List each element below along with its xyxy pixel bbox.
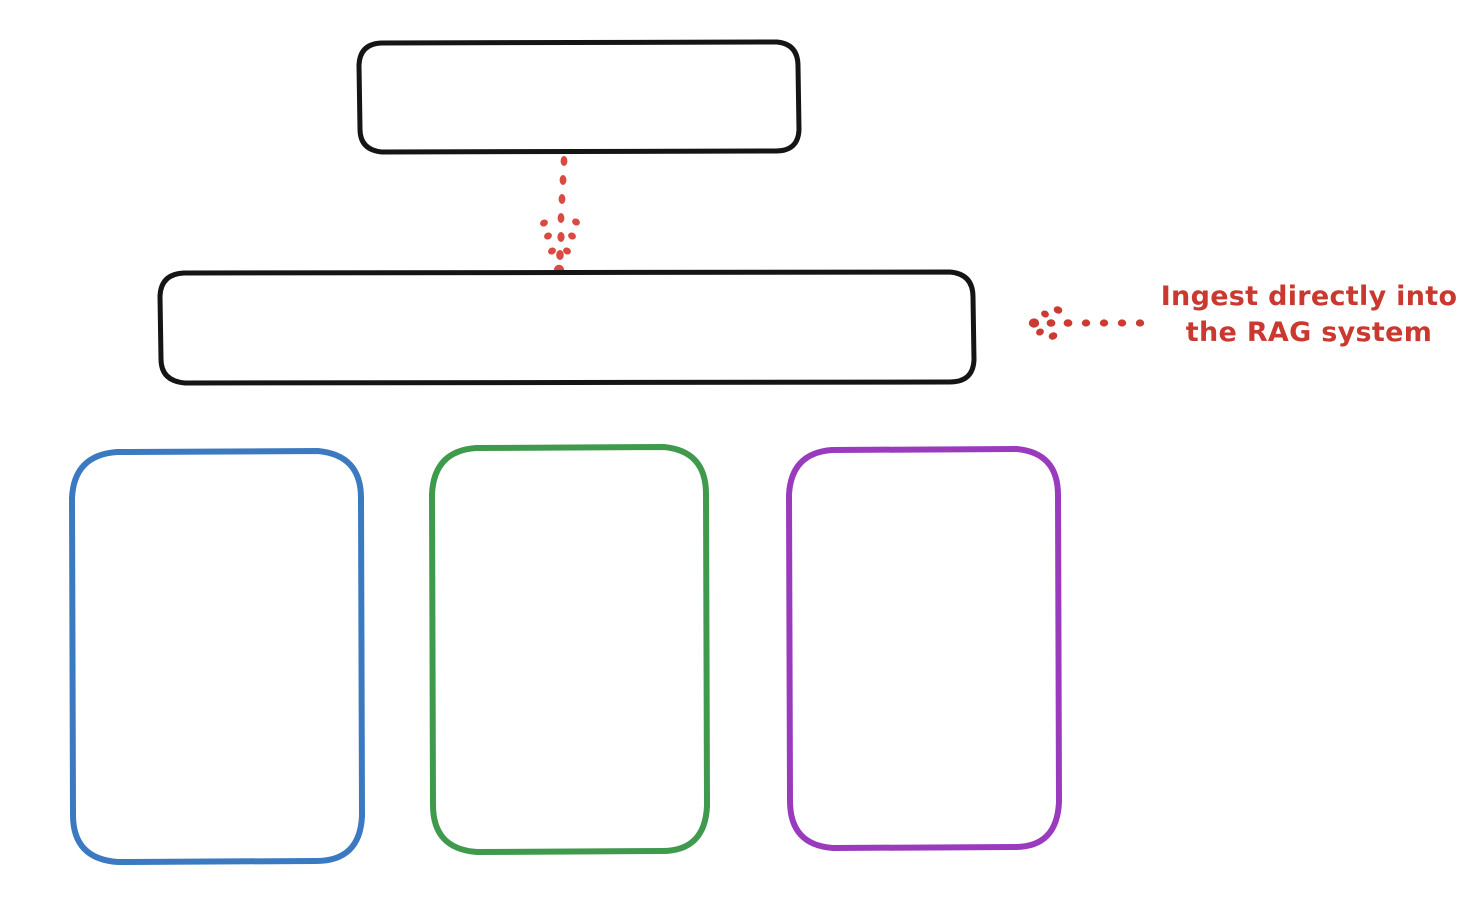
- node-vector-io[interactable]: VectorIO (insert_chunks, delete_chunks, …: [68, 448, 366, 866]
- key-value-io-index-label: KeyValueIndex: [463, 705, 676, 735]
- vector-io-label: VectorIO (insert_chunks, delete_chunks, …: [107, 558, 327, 688]
- agent-label: AGENT: [515, 79, 643, 115]
- node-rag-tool[interactable]: RAG Tool: [157, 269, 977, 386]
- vector-io-index-label: VectorIndex: [131, 726, 303, 756]
- connector-annotation-to-rag-tool: [1018, 298, 1148, 348]
- key-value-io-label: KeyValueIO (set_key, delete_key, get): [455, 565, 684, 661]
- node-agent[interactable]: AGENT: [356, 39, 802, 155]
- connector-agent-to-rag-tool: [505, 152, 625, 277]
- relational-io-table-label: SQLTable: [860, 704, 988, 734]
- rag-tool-label: RAG Tool: [495, 310, 639, 344]
- relational-io-label: RelationalIO (insert_sql, query_sql): [836, 564, 1012, 660]
- node-key-value-io[interactable]: KeyValueIO (set_key, delete_key, get) Ke…: [428, 444, 711, 856]
- annotation-ingest: Ingest directly into the RAG system: [1160, 281, 1458, 348]
- node-relational-io[interactable]: RelationalIO (insert_sql, query_sql) SQL…: [785, 446, 1063, 852]
